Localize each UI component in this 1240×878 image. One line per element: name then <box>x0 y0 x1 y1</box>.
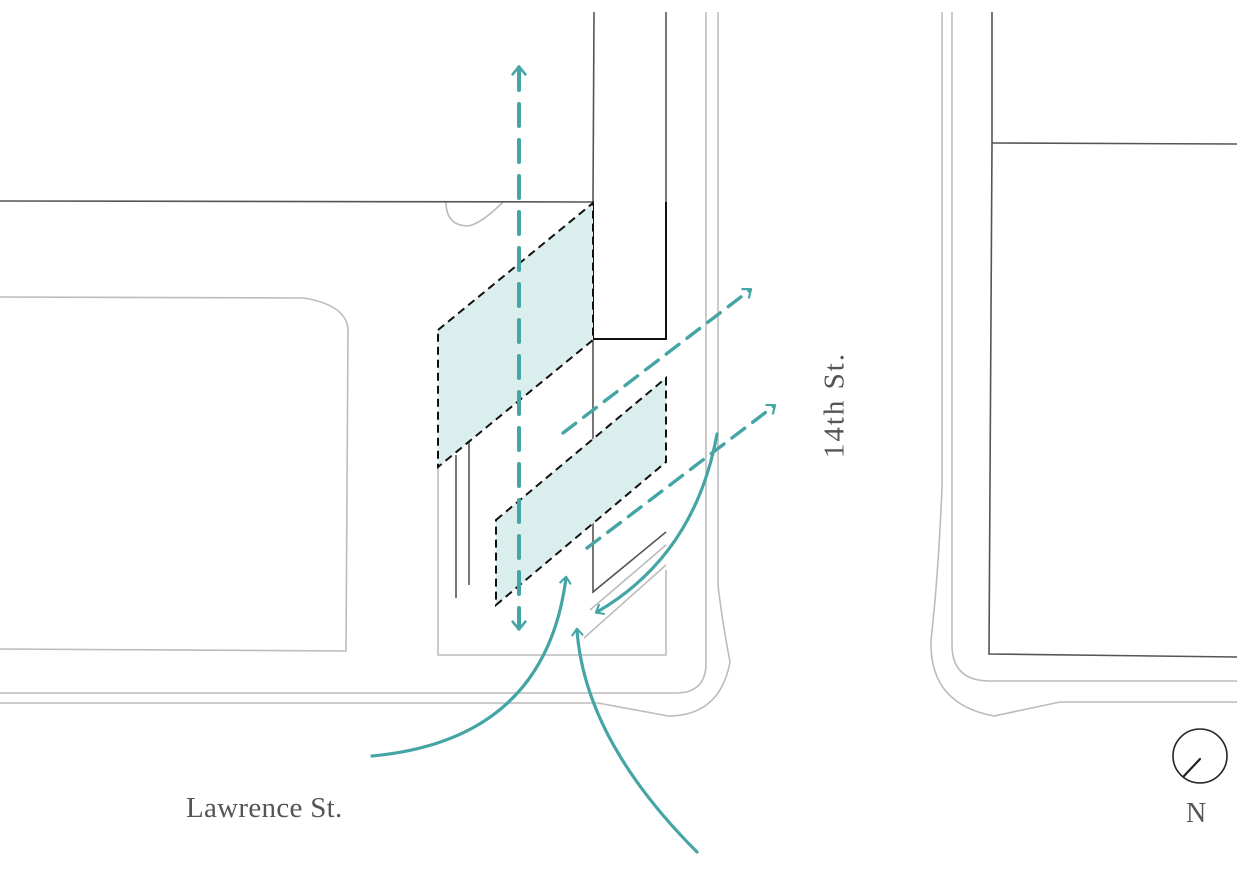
curb-block-right <box>951 12 1237 682</box>
north-arrow-icon <box>1172 728 1228 784</box>
parcel-outlines <box>0 11 1238 658</box>
fourteenth-entry-arrow <box>594 432 719 615</box>
south-entry-arrow <box>571 627 699 854</box>
right-parcel-lower <box>988 142 1238 658</box>
parcel-top-edge <box>0 11 595 203</box>
curb-block-left <box>0 12 707 694</box>
diagonal-light <box>583 544 667 639</box>
top-notch <box>445 201 504 227</box>
curb-sidewalk-left <box>0 12 731 717</box>
development-parcels <box>437 200 667 608</box>
lawrence-entry-arrow <box>370 575 572 758</box>
street-label-lawrence: Lawrence St. <box>186 792 343 824</box>
street-label-14th: 14th St. <box>818 351 851 459</box>
curb-sidewalk-right <box>930 12 1237 717</box>
street-curbs <box>0 12 1237 717</box>
building-edges <box>592 202 667 340</box>
parcel-south <box>495 375 667 608</box>
site-light-outline <box>437 465 667 656</box>
circulation-arrows <box>370 65 777 854</box>
parking-lot-outline <box>0 296 349 652</box>
northeast-dashed-arrow-lower <box>585 403 777 550</box>
northeast-dashed-arrow-upper <box>561 287 753 435</box>
north-label: N <box>1186 798 1207 829</box>
right-parcel-outline <box>991 12 1238 145</box>
